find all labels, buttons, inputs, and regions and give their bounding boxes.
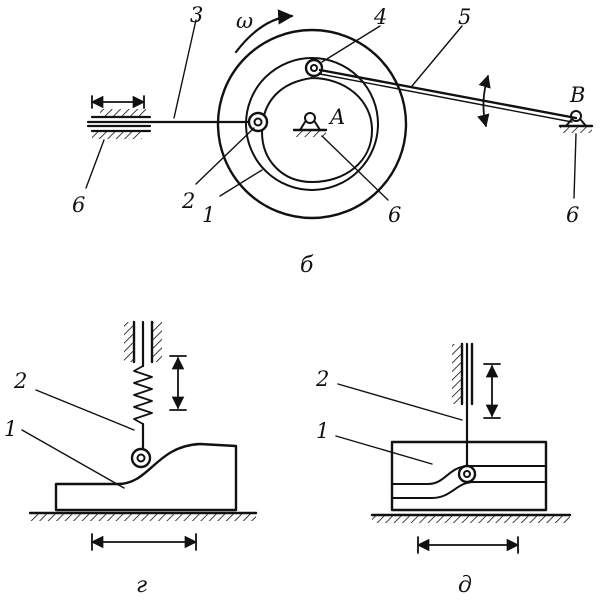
roller-4 [304,58,324,78]
rocker-arm-5 [318,68,578,120]
roller-d [457,464,477,484]
label-6-mid: 6 [388,203,401,227]
leader-6-right [573,133,577,199]
label-point-b: B [569,83,585,107]
label-3: 3 [190,3,203,27]
pivot-b [558,110,594,133]
label-d-2: 2 [315,367,329,391]
label-d-1: 1 [316,419,329,443]
leader-2 [195,127,255,185]
left-guide-support [90,95,152,139]
spring [133,365,153,425]
label-2: 2 [181,189,195,213]
groove-inner [261,77,373,183]
label-point-a: A [328,105,345,129]
oscillation-arrow [477,74,491,128]
slot-lower [391,481,547,499]
follower-guide-g [124,320,162,364]
caption-g: г [136,573,147,598]
caption-b: б [300,253,314,278]
label-6-right: 6 [566,203,579,227]
pivot-a [292,112,328,137]
omega-label: ω [236,9,253,33]
leader-g-1 [21,429,125,489]
label-g-1: 1 [4,417,17,441]
figure-g [21,320,258,551]
figure-b [85,9,594,220]
slotted-block-1 [390,440,548,512]
groove-outer [245,57,379,191]
leader-5 [411,25,463,87]
leader-6-left [85,139,105,189]
leader-6-mid [321,135,389,201]
leader-1 [219,169,263,197]
label-g-2: 2 [13,369,27,393]
leader-d-2 [337,383,463,421]
label-6-left: 6 [72,193,85,217]
follower-guide-d [452,342,474,406]
leader-d-1 [335,435,433,465]
label-5: 5 [458,5,471,29]
disc-1 [216,28,408,220]
caption-d: д [458,573,472,598]
leader-3 [173,19,197,119]
label-4: 4 [373,5,387,29]
roller-2-g [130,447,152,469]
leader-g-2 [35,389,135,431]
roller-2 [247,111,269,133]
label-1: 1 [202,203,215,227]
figure-d [335,342,572,554]
rotation-arrow [234,9,294,54]
leader-4 [321,25,381,63]
